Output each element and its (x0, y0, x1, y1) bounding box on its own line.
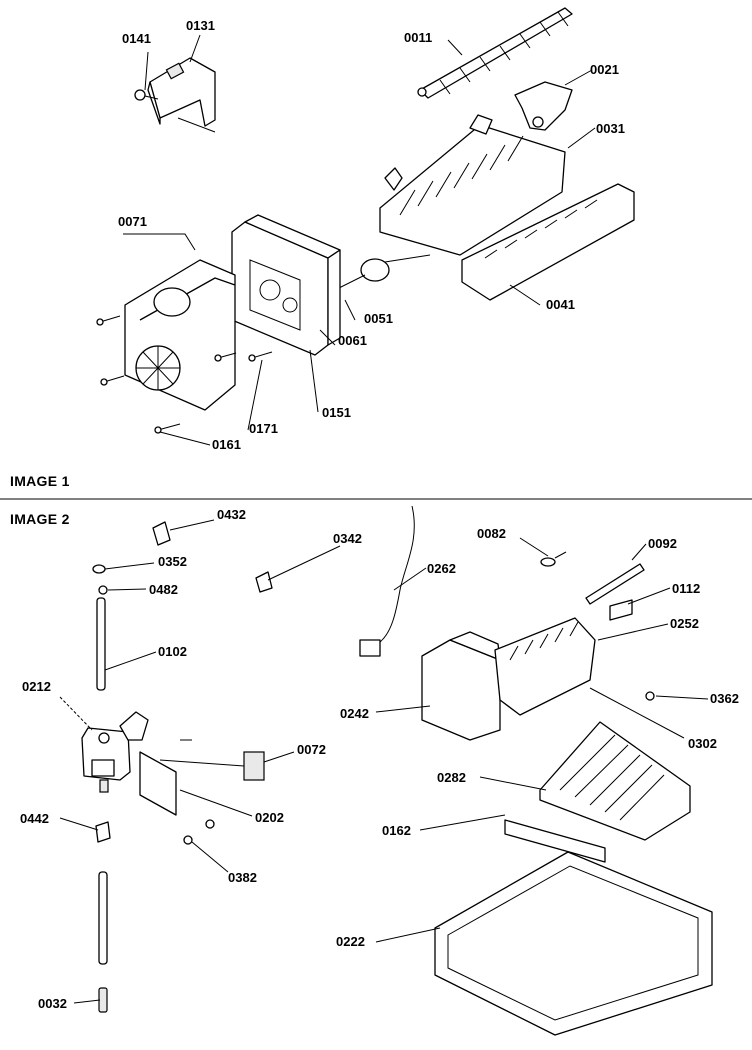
part-0021-bracket (514, 81, 573, 131)
part-0092-rod (585, 563, 645, 605)
label-0202: 0202 (255, 810, 284, 825)
part-0102-tube (96, 597, 106, 691)
part-0362-screw (645, 691, 655, 701)
label-0041: 0041 (546, 297, 575, 312)
label-0131: 0131 (186, 18, 215, 33)
label-0021: 0021 (590, 62, 619, 77)
label-0352: 0352 (158, 554, 187, 569)
part-0282-shelf (539, 721, 691, 841)
section-label-image2: IMAGE 2 (10, 511, 70, 527)
part-0032-pipe (98, 871, 108, 1013)
label-0171: 0171 (249, 421, 278, 436)
part-0071-module (124, 259, 236, 411)
part-0051-shaft (334, 254, 431, 291)
part-0342-clip (255, 571, 273, 593)
part-labels-image1: 0141 0131 0011 0021 0031 0071 0051 0061 … (118, 18, 625, 452)
part-0041-stripper (461, 183, 635, 301)
part-0011-ejector (417, 7, 573, 99)
part-0482-ring (98, 585, 108, 595)
part-0432-cap (152, 521, 171, 546)
label-0342: 0342 (333, 531, 362, 546)
label-0282: 0282 (437, 770, 466, 785)
leader-lines-image2 (59, 519, 709, 1004)
part-0222-bucket (434, 851, 713, 1036)
leader-lines-image1 (123, 34, 596, 446)
label-0011: 0011 (404, 30, 432, 45)
part-0352-clip (92, 564, 106, 574)
part-0382-screws (183, 819, 215, 845)
label-0112: 0112 (672, 581, 700, 596)
label-0482: 0482 (149, 582, 178, 597)
section-label-image1: IMAGE 1 (10, 473, 70, 489)
label-0382: 0382 (228, 870, 257, 885)
part-screws-image1 (96, 315, 273, 434)
label-0071: 0071 (118, 214, 147, 229)
label-0162: 0162 (382, 823, 411, 838)
label-0362: 0362 (710, 691, 739, 706)
label-0302: 0302 (688, 736, 717, 751)
part-0131-bracket (147, 57, 216, 133)
label-0442: 0442 (20, 811, 49, 826)
part-0031-mold (379, 114, 566, 256)
part-0252-icemaker (494, 617, 596, 716)
label-0432: 0432 (217, 507, 246, 522)
part-0082-clip (540, 551, 567, 567)
label-0102: 0102 (158, 644, 187, 659)
label-0161: 0161 (212, 437, 241, 452)
label-0242: 0242 (340, 706, 369, 721)
label-0092: 0092 (648, 536, 677, 551)
part-labels-image2: 0432 0352 0482 0102 0212 0342 0262 0082 … (20, 507, 739, 1011)
part-0262-harness (359, 505, 415, 657)
label-0082: 0082 (477, 526, 506, 541)
label-0031: 0031 (596, 121, 625, 136)
label-0222: 0222 (336, 934, 365, 949)
part-0151-housing (231, 214, 341, 356)
part-0141-screw (134, 89, 159, 101)
label-0141: 0141 (122, 31, 151, 46)
part-0242-cover (421, 631, 501, 741)
label-0252: 0252 (670, 616, 699, 631)
part-0212-valve (81, 711, 192, 816)
label-0051: 0051 (364, 311, 393, 326)
part-0072-coil (159, 751, 265, 781)
label-0061: 0061 (338, 333, 367, 348)
label-0072: 0072 (297, 742, 326, 757)
label-0212: 0212 (22, 679, 51, 694)
part-0442-nut (95, 821, 111, 843)
label-0262: 0262 (427, 561, 456, 576)
part-0112-bracket (609, 599, 633, 621)
label-0151: 0151 (322, 405, 351, 420)
part-0162-strip (504, 819, 606, 863)
label-0032: 0032 (38, 996, 67, 1011)
